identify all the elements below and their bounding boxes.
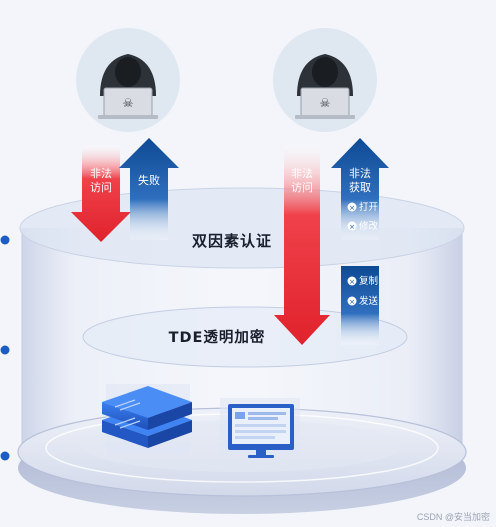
action-open: × 打开 <box>347 201 379 213</box>
right-exfil-arrow-lower <box>341 266 379 345</box>
svg-text:打开: 打开 <box>359 201 379 213</box>
side-dot-2 <box>0 345 10 355</box>
svg-text:×: × <box>349 223 355 231</box>
server-stack-icon <box>102 384 192 454</box>
auth-layer-label: 双因素认证 <box>192 232 272 250</box>
svg-text:×: × <box>349 204 355 212</box>
svg-text:×: × <box>349 298 355 306</box>
right-down-label-2: 访问 <box>291 181 313 194</box>
svg-text:☠: ☠ <box>123 96 134 110</box>
svg-text:复制: 复制 <box>359 275 378 287</box>
right-up-label-1: 非法 <box>349 166 371 180</box>
svg-text:发送: 发送 <box>359 295 379 307</box>
left-failed-arrow <box>119 138 179 240</box>
left-hacker-avatar: ☠ <box>76 28 180 132</box>
watermark: CSDN @安当加密 <box>417 511 490 522</box>
action-modify: × 修改 <box>347 220 379 232</box>
right-illegal-access-arrow <box>274 145 330 345</box>
svg-text:☠: ☠ <box>320 96 331 110</box>
svg-text:×: × <box>349 278 355 286</box>
right-exfil-arrow-upper <box>331 138 389 240</box>
left-down-label-1: 非法 <box>90 166 112 180</box>
svg-text:修改: 修改 <box>359 220 379 232</box>
right-up-label-2: 获取 <box>349 181 371 194</box>
side-dot-1 <box>0 235 10 245</box>
side-dot-3 <box>0 451 10 461</box>
left-illegal-access-arrow <box>71 145 131 242</box>
tde-layer-label: TDE透明加密 <box>169 328 266 346</box>
monitor-icon <box>220 398 300 458</box>
right-down-label-1: 非法 <box>291 166 313 180</box>
action-copy: × 复制 <box>347 275 378 287</box>
left-down-label-2: 访问 <box>90 181 112 194</box>
tde-layer-disc <box>82 306 408 368</box>
left-up-label: 失败 <box>138 173 160 187</box>
right-hacker-avatar: ☠ <box>273 28 377 132</box>
action-send: × 发送 <box>347 295 379 307</box>
